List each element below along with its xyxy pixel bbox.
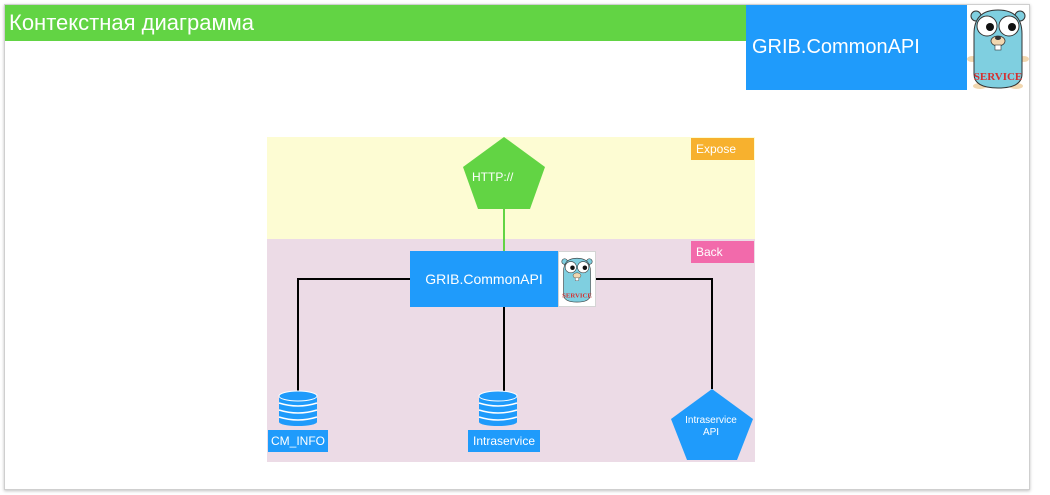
cm-info-label: CM_INFO: [268, 430, 328, 452]
gopher-mascot-icon: SERVICE: [967, 9, 1029, 89]
intraservice-api-label: Intraservice API: [676, 415, 746, 439]
service-name-label: GRIB.CommonAPI: [752, 36, 920, 58]
service-name-badge: GRIB.CommonAPI: [746, 5, 967, 90]
context-diagram: Expose Back: [267, 137, 755, 462]
intraservice-api-label-line2: API: [702, 427, 720, 438]
main-service-label: GRIB.CommonAPI: [425, 271, 543, 287]
main-service-box: GRIB.CommonAPI: [410, 251, 558, 307]
expose-zone-label: Expose: [691, 138, 754, 160]
diagram-connections: [278, 137, 753, 460]
mini-gopher-mascot-icon: SERVICE: [561, 257, 593, 303]
intraservice-database-icon: [478, 390, 518, 426]
intraservice-db-label: Intraservice: [468, 430, 540, 452]
http-endpoint-label: HTTP://: [472, 170, 514, 184]
http-endpoint-pentagon-icon: [463, 137, 545, 209]
intraservice-api-label-line1: Intraservice: [685, 415, 737, 426]
mascot-caption: SERVICE: [974, 71, 1023, 83]
link-cm-info: [297, 278, 410, 422]
back-zone-label: Back: [691, 241, 754, 263]
intraservice-api-pentagon-icon: [671, 389, 753, 460]
mini-mascot-caption: SERVICE: [562, 293, 592, 300]
link-intraservice-api: [596, 278, 713, 389]
slide-title: Контекстная диаграмма: [5, 5, 746, 41]
mini-mascot-frame: SERVICE: [558, 251, 596, 307]
cm-info-database-icon: [278, 390, 318, 426]
